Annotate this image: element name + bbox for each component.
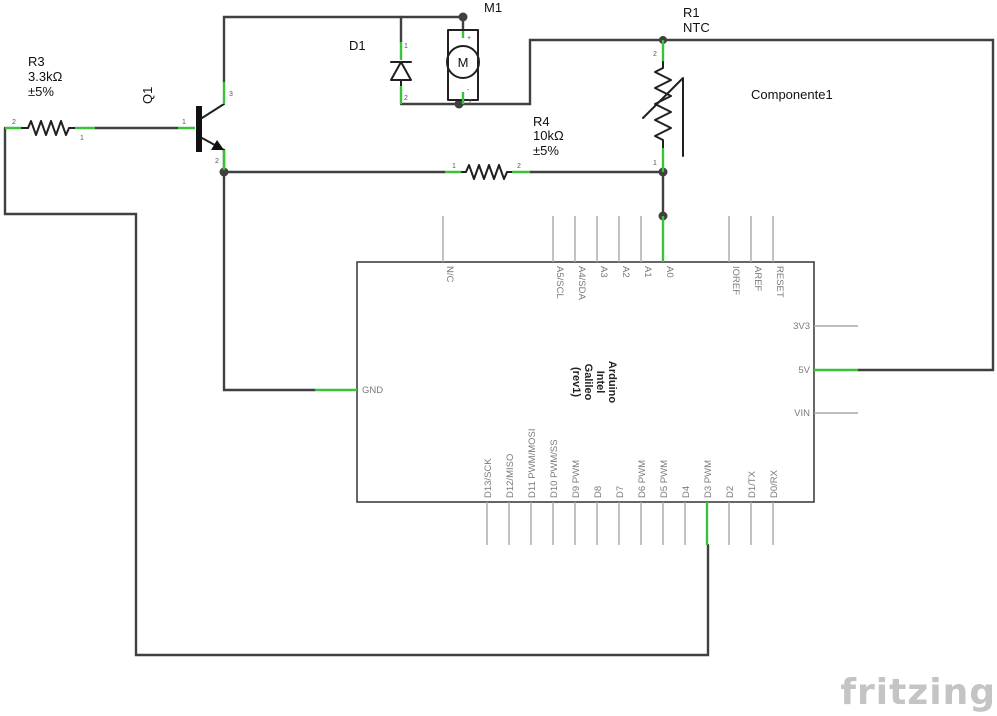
- m1-pin-plus: +: [467, 35, 471, 42]
- d1-pin-num-bottom: 2: [404, 95, 408, 102]
- r4-tolerance: ±5%: [533, 143, 559, 158]
- r1-pin-num-bottom: 1: [653, 160, 657, 167]
- junction-dot: [219, 167, 229, 177]
- board-top-pins: N/C A5/SCL A4/SDA A3 A2 A1 A0 IOREF AREF RESET: [442, 216, 785, 300]
- r4-pin-num-left: 1: [452, 163, 456, 170]
- wire-emitter-gnd[interactable]: [222, 170, 317, 392]
- pin-label-aref: AREF: [752, 266, 763, 292]
- board-title-line4: (rev1): [570, 367, 582, 397]
- board-bottom-pins: D13/SCK D12/MISO D11 PWM/MOSI D10 PWM/SS D9 …: [483, 429, 780, 545]
- r1-ntc-line: [642, 77, 684, 157]
- pin-label-a5-scl: A5/SCL: [554, 266, 565, 299]
- pin-label-3v3: 3V3: [793, 321, 810, 332]
- pin-label-5v: 5V: [798, 365, 810, 376]
- transistor-q1[interactable]: 1 3 2 Q1: [140, 82, 233, 170]
- d1-ref: D1: [349, 38, 366, 53]
- q1-collector: [201, 103, 225, 119]
- pin-label-d9-pwm: D9 PWM: [571, 460, 582, 498]
- r3-zigzag: [27, 120, 76, 136]
- m1-circle: [446, 45, 480, 79]
- pin-label-a2: A2: [620, 266, 631, 278]
- q1-pin-num-collector: 3: [229, 91, 233, 98]
- m1-ref: M1: [484, 0, 502, 15]
- board-right-pins: 3V3 5V VIN: [793, 321, 858, 419]
- pin-label-d13-sck: D13/SCK: [483, 458, 494, 498]
- pin-label-d6-pwm: D6 PWM: [637, 460, 648, 498]
- board-title-line3: Galileo: [582, 364, 594, 401]
- r4-zigzag: [461, 164, 513, 180]
- r1-pin-num-top: 2: [653, 51, 657, 58]
- r1-zigzag: [654, 61, 672, 149]
- board-outline: [356, 261, 815, 503]
- pin-label-ioref: IOREF: [730, 266, 741, 295]
- fritzing-watermark: fritzing: [840, 672, 996, 713]
- pin-label-a4-sda: A4/SDA: [576, 266, 587, 300]
- pin-label-gnd: GND: [362, 385, 383, 396]
- q1-emitter-arrow: [211, 140, 224, 150]
- d1-triangle: [390, 61, 412, 81]
- r3-tolerance: ±5%: [28, 84, 54, 99]
- component-label: Componente1: [751, 87, 833, 102]
- q1-ref: Q1: [140, 87, 155, 104]
- r1-ref: R1: [683, 5, 700, 20]
- pin-label-d10-pwm-ss: D10 PWM/SS: [549, 439, 560, 498]
- m1-symbol: M: [458, 55, 469, 70]
- wire-r3-d3[interactable]: [3, 126, 710, 657]
- pin-label-d2: D2: [725, 486, 736, 498]
- pin-label-d3-pwm: D3 PWM: [703, 460, 714, 498]
- wire-emitter-r4[interactable]: [222, 148, 447, 174]
- resistor-r4[interactable]: 1 2 R4 10kΩ ±5%: [445, 114, 564, 180]
- r3-pin-num-left: 2: [12, 119, 16, 126]
- pin-label-d7: D7: [615, 486, 626, 498]
- pin-label-d4: D4: [681, 486, 692, 498]
- thermistor-r1[interactable]: 2 1 R1 NTC: [642, 5, 710, 172]
- pin-label-reset: RESET: [774, 266, 785, 298]
- pin-label-vin: VIN: [794, 408, 810, 419]
- board-title: Arduino Intel Galileo (rev1): [570, 361, 618, 403]
- pin-label-a1: A1: [642, 266, 653, 278]
- junction-dot: [458, 12, 468, 22]
- r3-ref: R3: [28, 54, 45, 69]
- motor-m1[interactable]: M + - 2 M1: [446, 0, 502, 106]
- pin-label-d5-pwm: D5 PWM: [659, 460, 670, 498]
- wire-motor-to-5v-rail[interactable]: [461, 38, 665, 106]
- pin-label-a3: A3: [598, 266, 609, 278]
- r1-value: NTC: [683, 20, 710, 35]
- r3-pin-num-right: 1: [80, 135, 84, 142]
- resistor-r3[interactable]: 2 1 R3 3.3kΩ ±5%: [5, 54, 95, 142]
- d1-pin-num-top: 1: [404, 43, 408, 50]
- m1-pin-num-bottom: 2: [468, 99, 472, 106]
- pin-label-d11-pwm-mosi: D11 PWM/MOSI: [527, 429, 538, 499]
- junctions: [219, 12, 668, 221]
- arduino-board[interactable]: N/C A5/SCL A4/SDA A3 A2 A1 A0 IOREF AREF RESET D1…: [315, 216, 858, 545]
- pin-label-n-c: N/C: [444, 266, 455, 283]
- q1-pin-num-emitter: 2: [215, 158, 219, 165]
- wire-collector-motor[interactable]: [222, 15, 465, 84]
- board-title-line1: Arduino: [606, 361, 618, 403]
- r4-pin-num-right: 2: [517, 163, 521, 170]
- pin-label-d1-tx: D1/TX: [747, 470, 758, 498]
- r4-value: 10kΩ: [533, 128, 564, 143]
- q1-pin-num-base: 1: [182, 119, 186, 126]
- r3-value: 3.3kΩ: [28, 69, 63, 84]
- pin-label-a0: A0: [664, 266, 675, 278]
- pin-label-d8: D8: [593, 486, 604, 498]
- pin-label-d12-miso: D12/MISO: [505, 454, 516, 498]
- diode-d1[interactable]: 1 2 D1: [349, 38, 412, 104]
- wire-5v-rail[interactable]: [661, 38, 995, 372]
- pin-label-d0-rx: D0/RX: [769, 469, 780, 498]
- m1-pin-minus: -: [467, 87, 470, 94]
- board-title-line2: Intel: [594, 371, 606, 394]
- junction-dot: [454, 99, 464, 109]
- r4-ref: R4: [533, 114, 550, 129]
